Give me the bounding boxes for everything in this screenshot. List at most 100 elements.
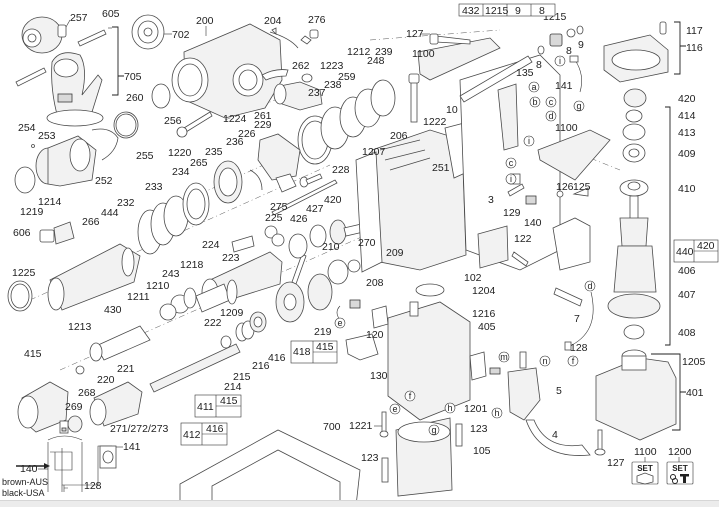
bearing-216-part[interactable] [249,311,267,333]
gear-235-part[interactable] [213,160,263,204]
label-126[interactable]: 126 [556,181,574,193]
label-606[interactable]: 606 [13,227,31,239]
label-7[interactable]: 7 [574,313,580,325]
tool-holder-606-part[interactable] [39,221,75,245]
depth-rod-part[interactable] [15,29,107,87]
label-221[interactable]: 221 [117,363,135,375]
motor-housing-part[interactable] [355,129,467,273]
switch-135-part[interactable] [497,83,519,151]
washer-414-part[interactable] [625,109,643,123]
spring-stack-233-part[interactable] [137,182,210,255]
pin-7-part[interactable] [553,287,583,307]
label-140[interactable]: 140 [524,217,542,229]
label-117[interactable]: 117 [686,25,703,37]
label-102[interactable]: 102 [464,272,482,284]
label-135[interactable]: 135 [516,67,534,79]
connector-i-mid[interactable]: i [528,136,530,146]
cable-128-part[interactable] [564,291,594,351]
label-123-right[interactable]: 123 [470,423,488,435]
seal-stack-part[interactable] [297,79,396,165]
label-1211[interactable]: 1211 [127,291,150,303]
bearing-410-part[interactable] [619,179,649,197]
label-219[interactable]: 219 [314,326,332,338]
rings-1209-part[interactable] [226,279,238,305]
stator-housing-405-part[interactable] [387,301,471,421]
label-1209[interactable]: 1209 [220,307,244,319]
module-1201-part[interactable] [469,351,501,381]
label-5[interactable]: 5 [556,385,562,397]
connector-h-right[interactable]: h [494,408,499,418]
label-260[interactable]: 260 [126,92,144,104]
connector-h-left[interactable]: h [447,403,452,413]
label-233[interactable]: 233 [145,181,163,193]
bolt-1220-part[interactable] [176,111,213,138]
label-8a[interactable]: 8 [566,45,572,57]
label-253[interactable]: 253 [38,130,56,142]
connector-b[interactable]: b [532,97,537,107]
label-444[interactable]: 444 [101,207,119,219]
wiring-label-141[interactable]: 141 [123,441,141,453]
label-401[interactable]: 401 [686,387,704,399]
label-1218[interactable]: 1218 [180,259,204,271]
bearing-408-part[interactable] [623,324,645,340]
ring-256-part[interactable] [151,83,171,109]
label-125[interactable]: 125 [573,181,591,193]
spring-123-part[interactable] [381,423,463,483]
label-275[interactable]: 275 [270,201,288,213]
lever-261-part[interactable] [261,69,323,111]
label-1222[interactable]: 1222 [423,116,447,128]
label-220[interactable]: 220 [97,374,115,386]
label-228[interactable]: 228 [332,164,350,176]
screw-127b-part[interactable] [594,429,606,456]
label-208[interactable]: 208 [366,277,384,289]
brush-connector-part[interactable] [336,299,361,321]
box-432-group[interactable]: 432 1215 9 8 [458,3,556,17]
label-1216[interactable]: 1216 [472,308,496,320]
label-416[interactable]: 416 [268,352,286,364]
plate-102-part[interactable] [477,225,509,269]
label-8b[interactable]: 8 [536,59,542,71]
label-127-top[interactable]: 127 [406,28,424,40]
set-1100-button[interactable]: 1100 SET [631,446,659,485]
label-1213[interactable]: 1213 [68,321,92,333]
label-123-left[interactable]: 123 [361,452,379,464]
label-410[interactable]: 410 [678,183,696,195]
label-223[interactable]: 223 [222,252,240,264]
connector-g[interactable]: g [576,101,581,111]
handle-grip-1100-part[interactable] [537,129,611,181]
wiring-label-140[interactable]: 140 [20,463,38,475]
module-120-part[interactable] [371,305,389,329]
label-226[interactable]: 226 [238,128,256,140]
label-122[interactable]: 122 [514,233,532,245]
dust-cap-part[interactable] [131,14,165,50]
box-411-group[interactable]: 411 415 [194,394,242,418]
clip-204-part[interactable] [269,27,299,49]
label-128[interactable]: 128 [570,342,588,354]
pinion-420-right-part[interactable] [623,88,647,108]
label-1220[interactable]: 1220 [168,147,192,159]
label-1207[interactable]: 1207 [362,146,386,158]
label-235[interactable]: 235 [205,146,223,158]
clip-1213-part[interactable] [75,365,85,375]
label-252[interactable]: 252 [95,175,113,187]
label-127-bottom[interactable]: 127 [607,457,625,469]
guide-430-part[interactable] [89,325,151,362]
screw-1221-part[interactable] [379,411,389,438]
label-248[interactable]: 248 [367,55,385,67]
label-430[interactable]: 430 [104,304,122,316]
label-9[interactable]: 9 [578,39,584,51]
screw-122-part[interactable] [511,251,529,267]
ring-225-part[interactable] [264,225,285,247]
label-1201[interactable]: 1201 [464,403,488,415]
cap-116-part[interactable] [603,21,669,83]
label-238[interactable]: 238 [324,79,342,91]
label-1223[interactable]: 1223 [320,60,344,72]
label-426[interactable]: 426 [290,213,308,225]
seals-243-part[interactable] [159,287,197,321]
label-1221[interactable]: 1221 [349,420,373,432]
pin-224-part[interactable] [231,235,255,253]
cable-141-part[interactable] [569,55,582,93]
box-440-group[interactable]: 440 420 [673,239,719,263]
label-1205[interactable]: 1205 [682,356,706,368]
label-206[interactable]: 206 [390,130,408,142]
